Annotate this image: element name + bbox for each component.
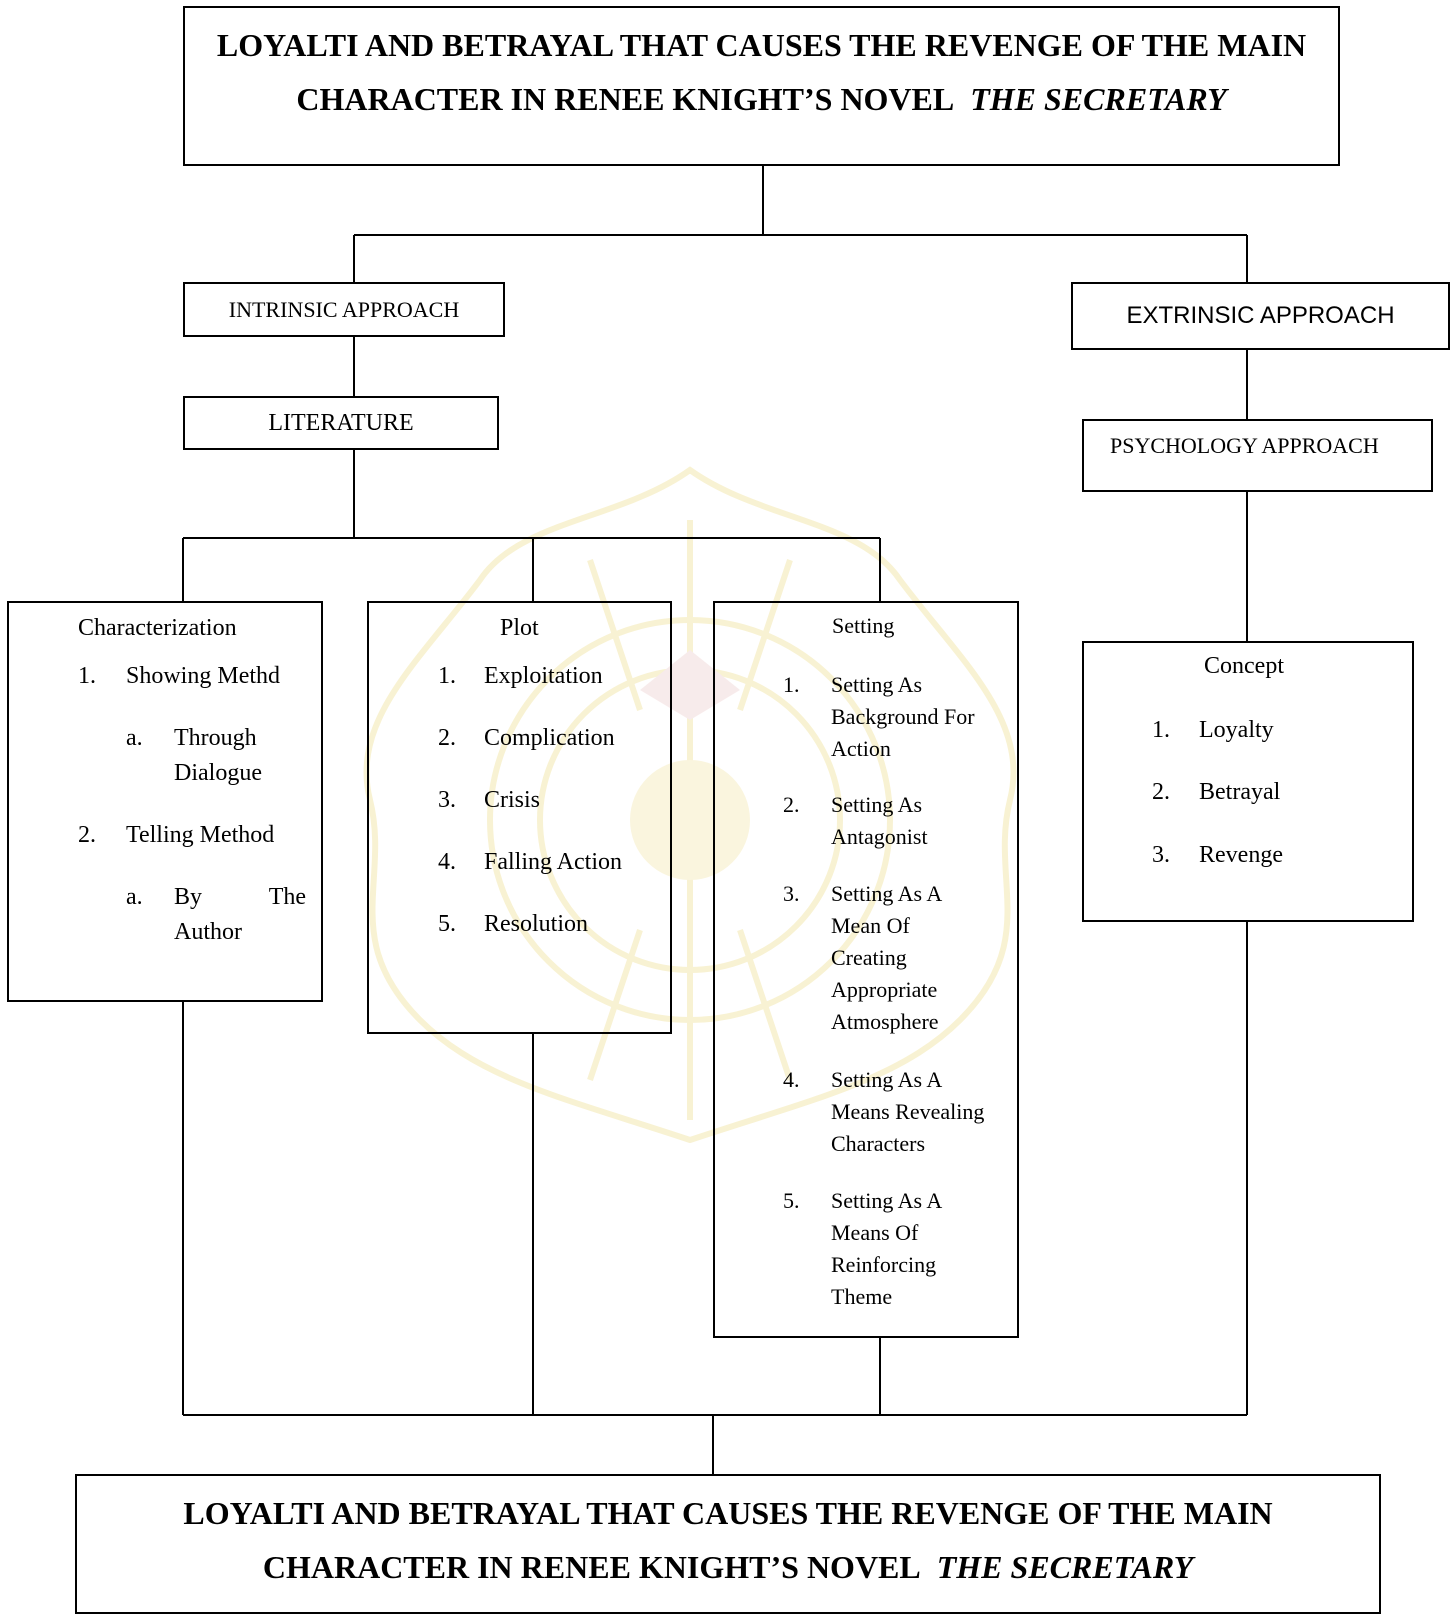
item-line: Setting As — [831, 672, 923, 697]
item-line: Setting As A — [831, 1067, 943, 1092]
setting-item-4: 4. Setting As A Means Revealing Characte… — [783, 1064, 984, 1156]
concept-item-3: 3. Revenge — [1152, 838, 1283, 873]
item-text-line-1a: By — [174, 884, 203, 910]
bottom-title-novel-name: THE SECRETARY — [936, 1549, 1194, 1585]
item-number: 2. — [78, 822, 96, 848]
item-letter: a. — [126, 884, 143, 910]
item-text: Betrayal — [1199, 779, 1281, 805]
item-number: 5. — [438, 911, 456, 937]
item-number: 1. — [78, 663, 96, 689]
plot-item-2: 2. Complication — [438, 721, 615, 756]
item-number: 2. — [1152, 779, 1170, 805]
item-number: 1. — [783, 672, 800, 697]
item-number: 3. — [1152, 842, 1170, 868]
item-number: 3. — [438, 787, 456, 813]
bottom-title-line-2-prefix: CHARACTER IN RENEE KNIGHT’S NOVEL — [262, 1549, 921, 1585]
item-line: Means Revealing — [831, 1099, 985, 1124]
item-text-line-2: Dialogue — [174, 760, 262, 786]
characterization-subitem-1a: a. Through Dialogue — [126, 721, 262, 786]
item-number: 2. — [438, 725, 456, 751]
extrinsic-approach-label: EXTRINSIC APPROACH — [1126, 302, 1395, 329]
item-text: Revenge — [1199, 842, 1283, 868]
university-seal-watermark — [363, 466, 1017, 1144]
literature-box: LITERATURE — [183, 396, 499, 450]
plot-item-1: 1. Exploitation — [438, 659, 603, 694]
item-number: 5. — [783, 1188, 800, 1213]
item-line: Setting As A — [831, 1188, 943, 1213]
item-line: Setting As — [831, 792, 923, 817]
item-text-line-1: Through — [174, 725, 257, 751]
item-text: Loyalty — [1199, 717, 1274, 743]
plot-item-3: 3. Crisis — [438, 783, 540, 818]
setting-heading: Setting — [832, 613, 895, 638]
setting-item-5: 5. Setting As A Means Of Reinforcing The… — [783, 1185, 942, 1309]
characterization-item-2: 2. Telling Method — [78, 818, 274, 853]
item-number: 4. — [783, 1067, 800, 1092]
item-text: Complication — [484, 725, 615, 751]
psychology-approach-label: PSYCHOLOGY APPROACH — [1110, 433, 1379, 458]
top-title-line-2: CHARACTER IN RENEE KNIGHT’S NOVEL THE SE… — [185, 72, 1338, 126]
bottom-title-line-2: CHARACTER IN RENEE KNIGHT’S NOVEL THE SE… — [77, 1540, 1379, 1594]
item-line: Mean Of — [831, 913, 910, 938]
concept-item-2: 2. Betrayal — [1152, 775, 1280, 810]
item-line: Antagonist — [831, 824, 928, 849]
item-text: Showing Methd — [126, 663, 281, 689]
bottom-title-line-1: LOYALTI AND BETRAYAL THAT CAUSES THE REV… — [183, 1495, 1273, 1531]
top-title-box: LOYALTI AND BETRAYAL THAT CAUSES THE REV… — [183, 6, 1340, 166]
item-number: 4. — [438, 849, 456, 875]
item-number: 2. — [783, 792, 800, 817]
bottom-title-box: LOYALTI AND BETRAYAL THAT CAUSES THE REV… — [75, 1474, 1381, 1614]
plot-item-5: 5. Resolution — [438, 907, 588, 942]
literature-label: LITERATURE — [268, 409, 414, 436]
top-title-novel-name: THE SECRETARY — [970, 81, 1227, 117]
item-letter: a. — [126, 725, 143, 751]
item-line: Action — [831, 736, 891, 761]
intrinsic-approach-box: INTRINSIC APPROACH — [183, 282, 505, 337]
item-line: Setting As A — [831, 881, 943, 906]
item-line: Theme — [831, 1284, 893, 1309]
setting-box: Setting 1. Setting As Background For Act… — [713, 601, 1019, 1338]
characterization-box: Characterization 1. Showing Methd a. Thr… — [7, 601, 323, 1002]
item-line: Means Of — [831, 1220, 919, 1245]
item-line: Characters — [831, 1131, 926, 1156]
plot-box: Plot 1. Exploitation 2. Complication 3. … — [367, 601, 672, 1034]
item-text: Telling Method — [126, 822, 275, 848]
item-line: Atmosphere — [831, 1009, 939, 1034]
item-line: Background For — [831, 704, 975, 729]
plot-item-4: 4. Falling Action — [438, 845, 622, 880]
characterization-subitem-2a: a. By The Author — [126, 880, 306, 945]
setting-item-2: 2. Setting As Antagonist — [783, 789, 928, 849]
item-line: Reinforcing — [831, 1252, 937, 1277]
top-title-line-2-prefix: CHARACTER IN RENEE KNIGHT’S NOVEL — [296, 81, 955, 117]
concept-box: Concept 1. Loyalty 2. Betrayal 3. Reveng… — [1082, 641, 1414, 922]
item-number: 1. — [438, 663, 456, 689]
characterization-heading: Characterization — [78, 615, 237, 641]
item-text: Falling Action — [484, 849, 622, 875]
plot-heading: Plot — [500, 615, 539, 641]
item-number: 3. — [783, 881, 800, 906]
concept-heading: Concept — [1204, 653, 1284, 679]
concept-item-1: 1. Loyalty — [1152, 713, 1274, 748]
item-text: Resolution — [484, 911, 589, 937]
extrinsic-approach-box: EXTRINSIC APPROACH — [1071, 282, 1450, 350]
setting-item-3: 3. Setting As A Mean Of Creating Appropr… — [783, 878, 942, 1034]
top-title-line-1: LOYALTI AND BETRAYAL THAT CAUSES THE REV… — [216, 27, 1307, 63]
psychology-approach-box: PSYCHOLOGY APPROACH — [1082, 419, 1433, 492]
intrinsic-approach-label: INTRINSIC APPROACH — [228, 296, 460, 322]
item-number: 1. — [1152, 717, 1170, 743]
item-text-line-2: Author — [174, 919, 242, 945]
setting-item-1: 1. Setting As Background For Action — [783, 669, 975, 761]
characterization-item-1: 1. Showing Methd — [78, 659, 280, 694]
item-line: Appropriate — [831, 977, 938, 1002]
item-text: Crisis — [484, 787, 541, 813]
item-text-line-1b: The — [268, 884, 306, 910]
item-text: Exploitation — [484, 663, 603, 689]
item-line: Creating — [831, 945, 907, 970]
